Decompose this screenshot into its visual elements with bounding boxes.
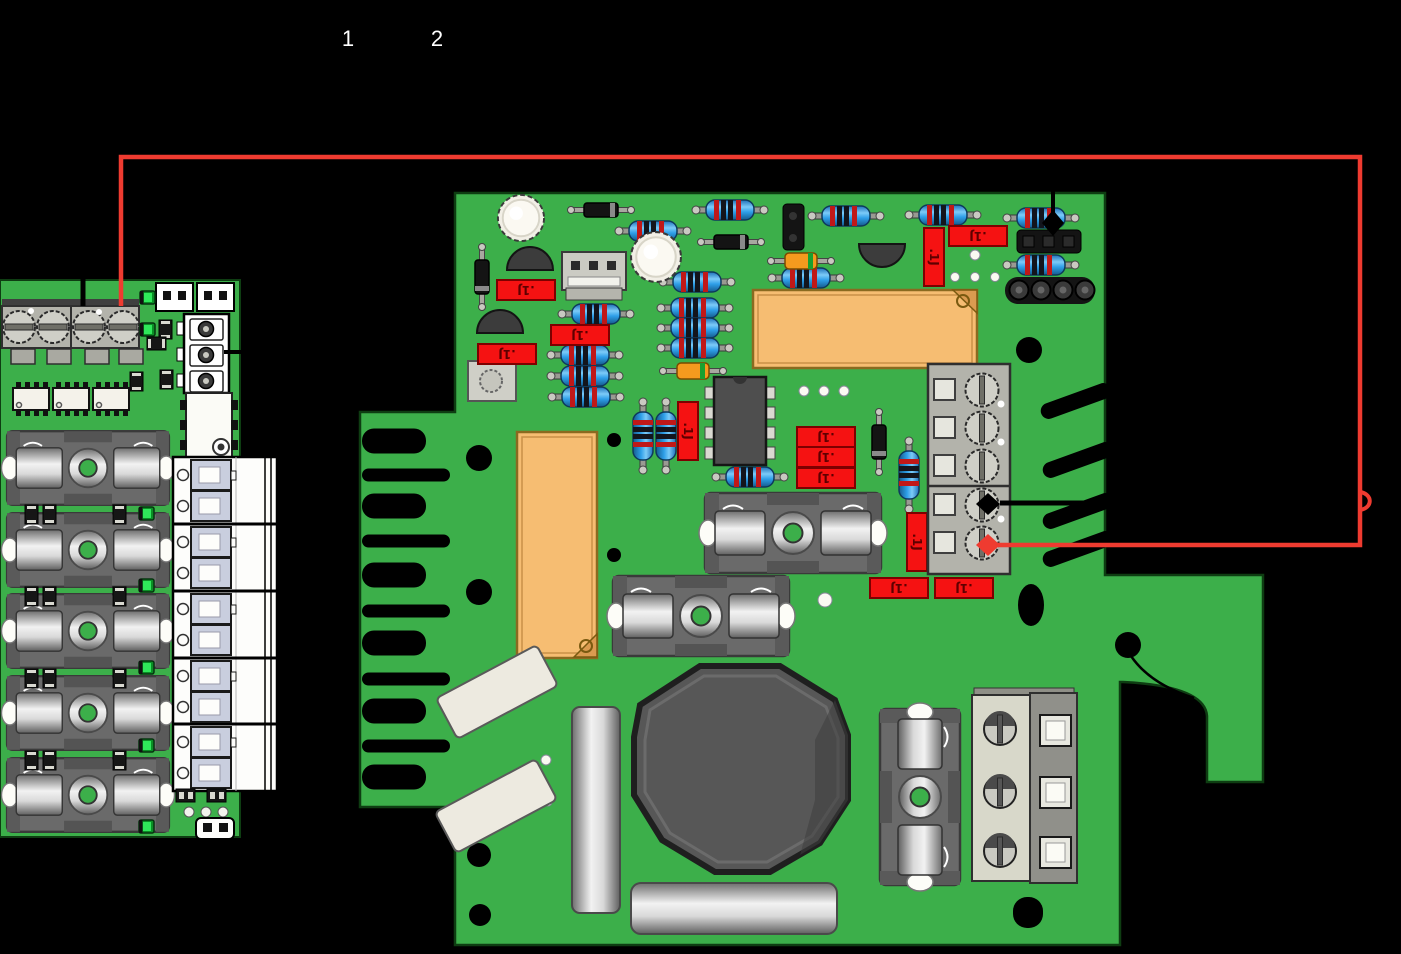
green-led: [139, 322, 156, 337]
soic8-ic: [52, 381, 90, 417]
gray-connector: [561, 251, 627, 301]
header-2pin: [196, 282, 235, 312]
soic8-ic: [92, 381, 130, 417]
screw-connector-3pos: [176, 312, 231, 395]
label-wire-1: 1: [342, 26, 354, 51]
film-cap-label: .1J: [969, 229, 986, 243]
film-cap-label: .1J: [498, 347, 515, 361]
film-cap-label: .1J: [955, 581, 972, 595]
film-cap-label: .1J: [571, 328, 588, 342]
mount-plate: [467, 360, 517, 402]
film-capacitors: .1J .1J .1J .1J .1J .1J .1J .1J .1J .1J …: [477, 225, 1008, 599]
cylindrical-capacitors: [435, 645, 838, 935]
green-led: [138, 738, 155, 753]
wire-1-black: [80, 157, 1348, 515]
film-cap-label: .1J: [817, 450, 834, 464]
jumper-2pin: [782, 203, 805, 251]
bottom-terminal-block: [971, 687, 1078, 884]
right-pcb-strain-relief-slots: [362, 428, 450, 790]
relay-vertical: [515, 430, 599, 660]
toroid-transformer: [631, 663, 851, 875]
side-terminal-block: [926, 362, 1012, 576]
relay-horizontal: [751, 288, 979, 370]
film-cap-label: .1J: [927, 248, 941, 265]
film-cap-label: .1J: [910, 533, 924, 550]
green-led: [138, 660, 155, 675]
small-relay: [180, 392, 238, 458]
right-pcb: .1J .1J .1J .1J .1J .1J .1J .1J .1J .1J …: [358, 191, 1265, 947]
fuse-assembly: [0, 430, 176, 506]
output-terminal-column: [171, 455, 279, 793]
green-led: [138, 506, 155, 521]
input-terminal-block: [1, 299, 144, 365]
label-wire-2: 2: [431, 26, 443, 51]
fuse-assembly: [605, 574, 797, 658]
jumper-3pin: [1016, 229, 1082, 254]
terminal-cells: [176, 459, 237, 789]
dip8-ic: [704, 375, 776, 467]
green-led: [138, 819, 155, 834]
fuse-assembly: [697, 491, 889, 575]
right-pcb-holes: [466, 337, 1141, 928]
left-pcb-bottom: [175, 788, 235, 840]
header-2pin: [155, 282, 194, 312]
film-cap-label: .1J: [817, 471, 834, 485]
film-cap-label: .1J: [817, 430, 834, 444]
notch-leader-line: [1129, 655, 1195, 700]
wire-2-red: [118, 154, 1372, 556]
soic8-ic: [12, 381, 50, 417]
film-cap-label: .1J: [890, 581, 907, 595]
green-led: [138, 578, 155, 593]
green-led: [139, 290, 156, 305]
fuse-assembly: [878, 701, 962, 893]
wire-2-loop: [1359, 490, 1372, 512]
film-cap-label: .1J: [517, 283, 534, 297]
wire-1-terminal-end: [976, 493, 1000, 515]
wire-2-terminal-end: [976, 534, 1000, 556]
film-cap-label: .1J: [681, 422, 695, 439]
header-4pin: [1005, 277, 1096, 304]
left-pcb: [0, 279, 279, 840]
